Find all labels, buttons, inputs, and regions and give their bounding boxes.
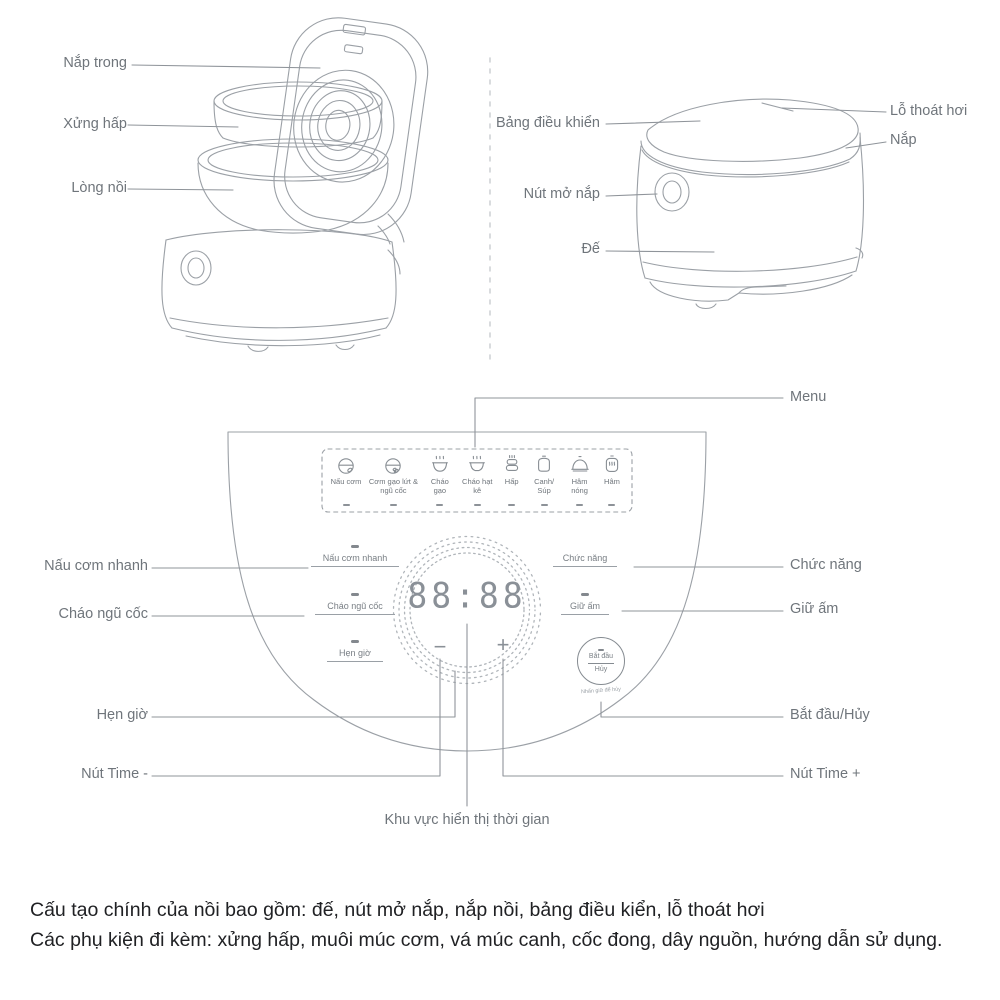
callout-start-cancel: Bắt đầu/Hủy xyxy=(790,707,870,723)
menu-indicator xyxy=(576,503,584,506)
menu-indicator xyxy=(608,503,616,506)
label-control-panel: Bảng điều khiển xyxy=(496,115,600,131)
indicator-dash xyxy=(351,545,359,548)
indicator-dash xyxy=(351,593,359,596)
menu-indicator xyxy=(389,503,397,506)
time-display: 88:88 xyxy=(407,575,527,616)
label-lid-open-button: Nút mở nắp xyxy=(523,186,600,202)
menu-item-steam: Hấp xyxy=(500,454,524,506)
indicator-dash xyxy=(351,640,359,643)
panel-quick-rice-button: Nấu cơm nhanh xyxy=(300,545,410,567)
panel-timer-button: Hẹn giờ xyxy=(300,640,410,662)
menu-indicator xyxy=(473,503,481,506)
start-cancel-button: Bắt đầu Hủy xyxy=(577,637,625,685)
soup-pot-icon xyxy=(532,454,556,476)
stew-pot-icon xyxy=(600,454,624,476)
label-base: Đế xyxy=(581,241,600,257)
brown-rice-grain-icon xyxy=(381,454,405,476)
rice-cook-icon xyxy=(334,454,358,476)
button-underline xyxy=(561,614,609,615)
menu-item-soup: Canh/ Súp xyxy=(529,454,559,506)
assembled-cooker-drawing xyxy=(636,98,865,310)
menu-indicator xyxy=(342,503,350,506)
button-underline xyxy=(315,614,395,615)
label-steam-basket: Xửng hấp xyxy=(63,116,127,132)
panel-leader-lines xyxy=(151,397,784,807)
callout-function: Chức năng xyxy=(790,557,862,573)
callout-timer: Hẹn giờ xyxy=(96,707,148,723)
reheat-dome-icon xyxy=(568,454,592,476)
callout-display-area: Khu vực hiển thị thời gian xyxy=(384,812,550,828)
callout-time-plus: Nút Time + xyxy=(790,766,861,782)
exploded-cooker-drawing xyxy=(161,17,429,352)
menu-indicator xyxy=(540,503,548,506)
footer-accessories-text: Các phụ kiện đi kèm: xửng hấp, muôi múc … xyxy=(30,929,943,951)
callout-grain-porridge: Cháo ngũ cốc xyxy=(58,606,148,622)
time-plus-button: + xyxy=(496,632,510,657)
callout-keep-warm: Giữ ấm xyxy=(790,601,839,617)
indicator-dash xyxy=(598,648,604,652)
steam-vent-mark xyxy=(761,102,794,112)
menu-item-rice-porridge: Cháo gạo xyxy=(425,454,455,506)
steamer-icon xyxy=(500,454,524,476)
callout-time-minus: Nút Time - xyxy=(81,766,148,782)
menu-indicator xyxy=(508,503,516,506)
panel-function-button: Chức năng xyxy=(530,553,640,567)
callout-quick-rice: Nấu cơm nhanh xyxy=(44,558,148,574)
menu-item-brown-rice: Cơm gạo lứt & ngũ cốc xyxy=(367,454,419,506)
label-inner-lid: Nắp trong xyxy=(63,55,127,71)
label-lid: Nắp xyxy=(890,132,917,148)
menu-item-stew: Hâm xyxy=(600,454,624,506)
label-inner-pot: Lòng nồi xyxy=(71,180,127,196)
panel-keep-warm-button: Giữ ấm xyxy=(530,593,640,615)
menu-row: Nấu cơm Cơm gạo lứt & ngũ cốc xyxy=(322,449,632,512)
time-minus-button: − xyxy=(433,634,447,659)
button-underline xyxy=(311,566,399,567)
button-divider xyxy=(588,662,614,664)
menu-item-rice: Nấu cơm xyxy=(330,454,362,506)
menu-item-reheat: Hâm nóng xyxy=(565,454,595,506)
panel-grain-porridge-button: Cháo ngũ cốc xyxy=(300,593,410,615)
rice-porridge-bowl-icon xyxy=(428,454,452,476)
menu-item-millet-porridge: Cháo hạt kê xyxy=(460,454,494,506)
footer-main-parts-text: Cấu tạo chính của nồi bao gồm: đế, nút m… xyxy=(30,899,765,921)
button-underline xyxy=(553,566,617,567)
label-menu: Menu xyxy=(790,389,827,405)
indicator-dash xyxy=(581,593,589,596)
menu-indicator xyxy=(436,503,444,506)
millet-porridge-bowl-icon xyxy=(465,454,489,476)
top-leader-lines xyxy=(127,64,887,253)
menu-dashed-box xyxy=(321,448,633,513)
button-underline xyxy=(327,661,383,662)
label-steam-vent: Lỗ thoát hơi xyxy=(890,103,968,119)
